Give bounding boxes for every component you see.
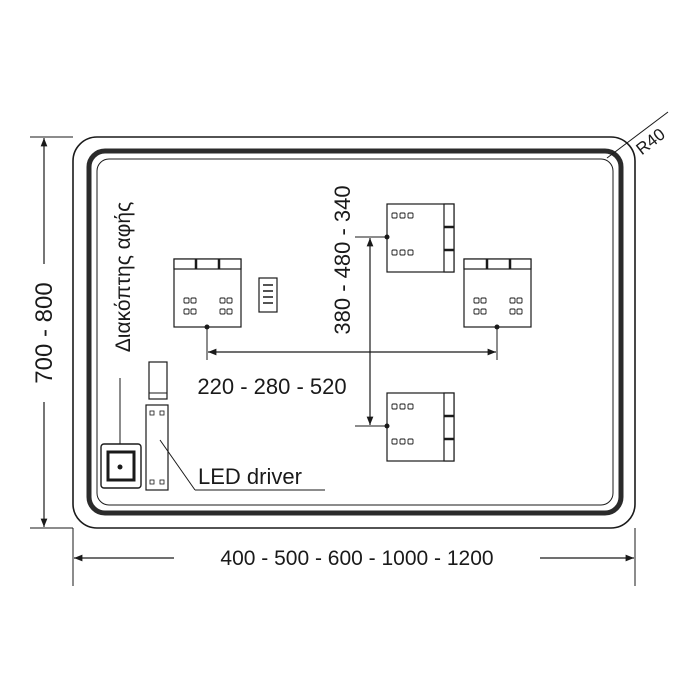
mirror-outer-edge (72, 136, 636, 529)
led-driver-label: LED driver (198, 464, 302, 489)
led-driver: LED driver (145, 361, 325, 491)
height-label: 700 - 800 (31, 282, 58, 383)
led-driver-screw (159, 479, 165, 485)
bracket-body (173, 258, 242, 328)
mount-bracket-bottom (384, 392, 455, 462)
radius-leader-line (606, 111, 669, 159)
led-driver-leader (159, 439, 196, 491)
bracket-holes (391, 212, 414, 256)
horizontal-spacing-label: 220 - 280 - 520 (197, 374, 346, 399)
bracket-flange (443, 392, 455, 462)
led-driver-small-box (148, 361, 168, 400)
bracket-holes (473, 297, 523, 315)
bracket-body (386, 392, 455, 462)
led-driver-screw (159, 410, 165, 416)
mount-bracket-left (173, 258, 242, 330)
vertical-spacing-label: 380 - 480 - 340 (330, 185, 355, 334)
touch-switch-label: Διακόπτης αφής (112, 202, 135, 352)
bracket-holes (183, 297, 233, 315)
mirror-frame (72, 136, 636, 529)
touch-switch-dot (117, 464, 123, 470)
width-label: 400 - 500 - 600 - 1000 - 1200 (220, 547, 493, 570)
connector-box (258, 277, 278, 313)
radius-callout: R40 (606, 111, 669, 159)
mirror-inner-edge (96, 158, 614, 506)
bracket-body (463, 258, 532, 328)
mount-bracket-top (384, 203, 455, 273)
led-driver-box (145, 404, 169, 491)
mount-bracket-right (463, 258, 532, 330)
horizontal-spacing-dimension: 220 - 280 - 520 (197, 327, 498, 399)
radius-label: R40 (632, 125, 668, 159)
bracket-body (386, 203, 455, 273)
vertical-spacing-dimension: 380 - 480 - 340 (330, 185, 387, 427)
bracket-flange (443, 203, 455, 273)
mirror-led-strip (86, 148, 624, 516)
connector-block (258, 277, 278, 313)
height-dimension: 700 - 800 (30, 136, 73, 529)
led-driver-screw (149, 479, 155, 485)
bracket-flange (463, 258, 532, 270)
led-driver-screw (149, 410, 155, 416)
width-dimension: 400 - 500 - 600 - 1000 - 1200 (72, 528, 636, 586)
bracket-flange (173, 258, 242, 270)
touch-switch-inner (106, 450, 136, 482)
bracket-holes (391, 403, 414, 445)
touch-switch: Διακόπτης αφής (100, 202, 142, 489)
